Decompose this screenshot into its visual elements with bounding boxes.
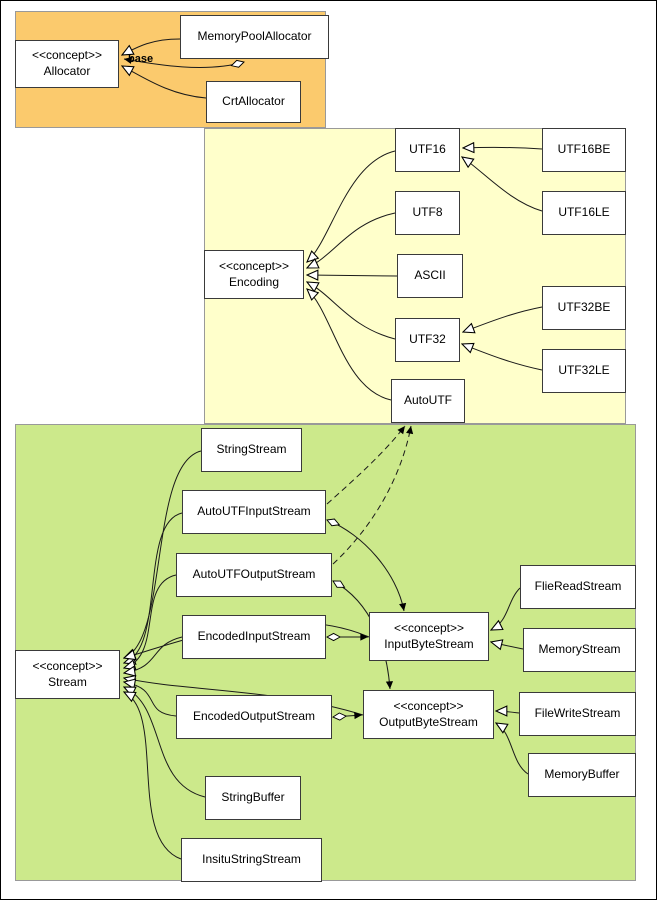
- edge-stringstream-stream: [124, 450, 202, 658]
- edge-base-aggregation: [123, 59, 244, 68]
- node-autoutfoutputstream: AutoUTFOutputStream: [176, 553, 332, 597]
- node-autoutf: AutoUTF: [391, 379, 465, 423]
- edge-autoutfinputstream-stream: [124, 512, 183, 663]
- node-insitustringstream: InsituStringStream: [181, 838, 322, 882]
- node-encodedoutputstream: EncodedOutputStream: [176, 695, 332, 739]
- node-memorystream: MemoryStream: [523, 628, 636, 672]
- edge-ascii-encoding: [307, 275, 398, 276]
- edge-autoutfoutputstream-autoutf: [332, 425, 414, 565]
- node-utf16: UTF16: [395, 128, 460, 172]
- node-stringbuffer: StringBuffer: [205, 776, 301, 820]
- edge-autoutfinputstream-autoutf: [326, 425, 406, 505]
- edge-memorystream-inputbytestream: [491, 642, 524, 649]
- edge-utf8-encoding: [307, 212, 396, 268]
- node-encodedinputstream: EncodedInputStream: [182, 615, 326, 659]
- edge-crtallocator-allocator: [122, 66, 207, 99]
- edge-stringbuffer-stream: [124, 687, 206, 798]
- node-utf32: UTF32: [395, 318, 460, 362]
- node-utf8: UTF8: [395, 191, 460, 235]
- edge-filewritestream-outputbytestream: [496, 711, 520, 713]
- node-stream-concept: <<concept>> Stream: [15, 650, 120, 699]
- node-utf16be: UTF16BE: [542, 128, 626, 172]
- node-utf32le: UTF32LE: [542, 349, 626, 393]
- node-fliereadstream: FlieReadStream: [520, 565, 636, 609]
- edge-encodedoutputstream-stream: [124, 682, 177, 717]
- edge-label-base: base: [128, 53, 153, 65]
- edge-utf16le-utf16: [462, 157, 543, 212]
- edge-memorybuffer-outputbytestream: [496, 723, 529, 775]
- node-autoutfinputstream: AutoUTFInputStream: [182, 490, 326, 534]
- edge-utf32be-utf32: [463, 306, 543, 332]
- edge-encodedinputstream-stream: [124, 636, 183, 673]
- edge-utf16-encoding: [307, 150, 396, 262]
- node-utf32be: UTF32BE: [542, 286, 626, 330]
- edge-autoutf-encoding: [307, 289, 392, 401]
- node-utf16le: UTF16LE: [542, 191, 626, 235]
- edge-utf32le-utf32: [462, 344, 543, 371]
- edge-autoutfinputstream-inputbytestream: [327, 520, 404, 612]
- node-allocator-concept: <<concept>> Allocator: [15, 40, 119, 88]
- edge-fliereadstream-inputbytestream: [491, 587, 521, 630]
- node-encoding-concept: <<concept>> Encoding: [204, 250, 304, 299]
- node-crtallocator: CrtAllocator: [206, 81, 301, 123]
- node-memorybuffer: MemoryBuffer: [528, 753, 636, 797]
- node-inputbytestream-concept: <<concept>> InputByteStream: [369, 612, 489, 661]
- node-outputbytestream-concept: <<concept>> OutputByteStream: [363, 690, 494, 739]
- edge-utf32-encoding: [307, 282, 396, 340]
- edge-memorypoolallocator-allocator: [122, 38, 181, 55]
- edge-encodedoutputstream-outputbytestream: [333, 715, 363, 717]
- node-ascii: ASCII: [397, 254, 463, 298]
- node-filewritestream: FileWriteStream: [519, 692, 636, 736]
- edge-autoutfoutputstream-stream: [124, 574, 177, 668]
- edge-insitustringstream-stream: [124, 692, 182, 860]
- edge-utf16be-utf16: [463, 147, 543, 149]
- node-stringstream: StringStream: [201, 428, 302, 472]
- node-memorypoolallocator: MemoryPoolAllocator: [180, 15, 329, 59]
